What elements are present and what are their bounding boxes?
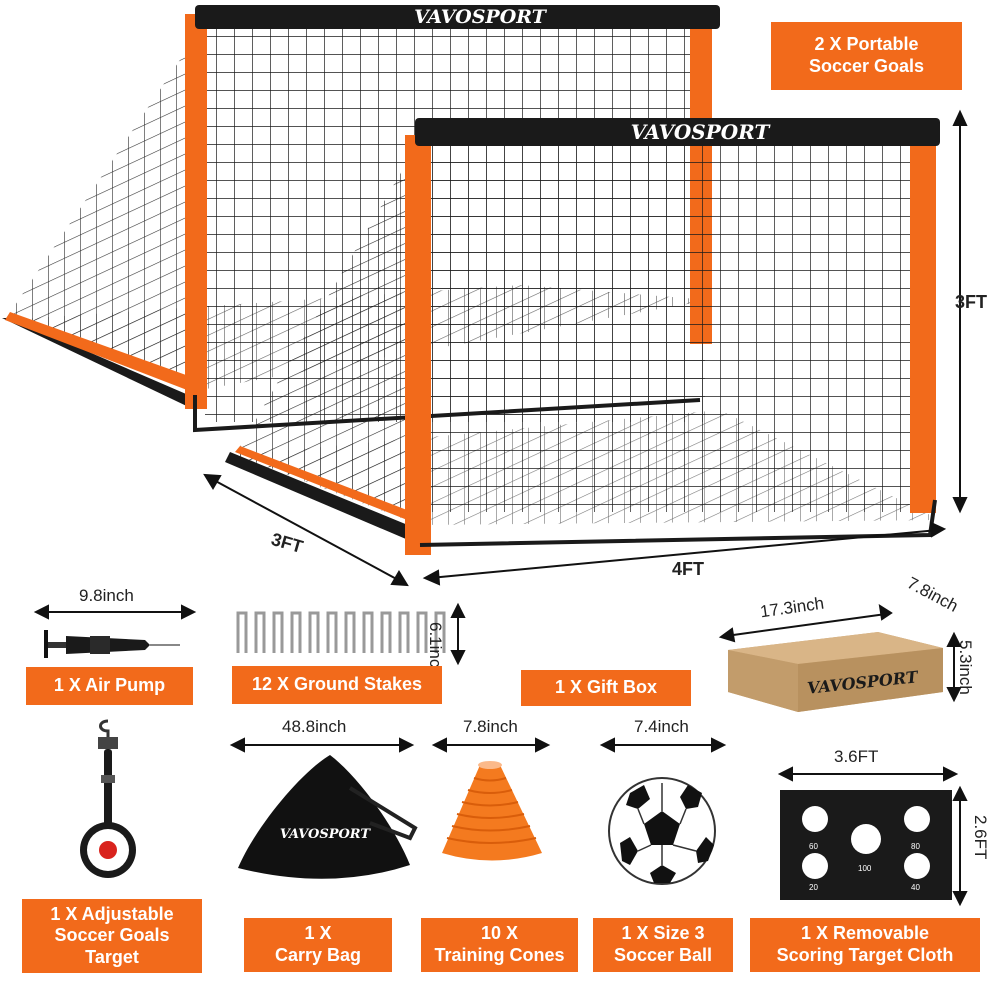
gift-box-illustration: VAVOSPORT — [718, 603, 962, 712]
training-cones-illustration — [431, 737, 551, 861]
stakes-label: 12 X Ground Stakes — [232, 666, 442, 704]
cloth-score-60: 60 — [809, 842, 818, 851]
front-goal: VAVOSPORT — [225, 118, 940, 555]
ground-stakes-illustration — [236, 602, 466, 666]
cloth-score-40: 40 — [911, 883, 920, 892]
cone-width-dim: 7.8inch — [463, 717, 518, 736]
adjustable-target-illustration — [80, 719, 136, 878]
goal-width-dim: 4FT — [672, 559, 705, 579]
cloth-width-dim: 3.6FT — [834, 747, 879, 766]
back-goal-brand: VAVOSPORT — [414, 6, 548, 28]
pump-length-dim: 9.8inch — [79, 586, 134, 605]
goals-label: 2 X Portable Soccer Goals — [771, 22, 962, 90]
gift-box-label: 1 X Gift Box — [521, 670, 691, 706]
cones-label: 10 X Training Cones — [421, 918, 578, 972]
carry-bag-label: 1 X Carry Bag — [244, 918, 392, 972]
bag-width-dim: 48.8inch — [282, 717, 347, 736]
soccer-ball-illustration — [599, 737, 727, 885]
cloth-score-80: 80 — [911, 842, 920, 851]
air-pump-illustration — [33, 604, 197, 658]
air-pump-label: 1 X Air Pump — [26, 667, 193, 705]
carry-bag-brand: VAVOSPORT — [280, 827, 371, 842]
ball-label: 1 X Size 3 Soccer Ball — [593, 918, 733, 972]
target-label: 1 X Adjustable Soccer Goals Target — [22, 899, 202, 973]
goal-height-dim: 3FT — [955, 292, 988, 312]
carry-bag-illustration: VAVOSPORT — [229, 737, 418, 879]
ball-width-dim: 7.4inch — [634, 717, 689, 736]
cloth-score-100: 100 — [858, 864, 872, 873]
soccer-goals-illustration: VAVOSPORT VAVOSPORT — [2, 5, 968, 587]
cloth-score-20: 20 — [809, 883, 818, 892]
front-goal-brand: VAVOSPORT — [631, 120, 772, 144]
target-cloth-illustration — [777, 766, 968, 907]
box-height-dim: 5.3inch — [956, 640, 975, 695]
cloth-label: 1 X Removable Scoring Target Cloth — [750, 918, 980, 972]
